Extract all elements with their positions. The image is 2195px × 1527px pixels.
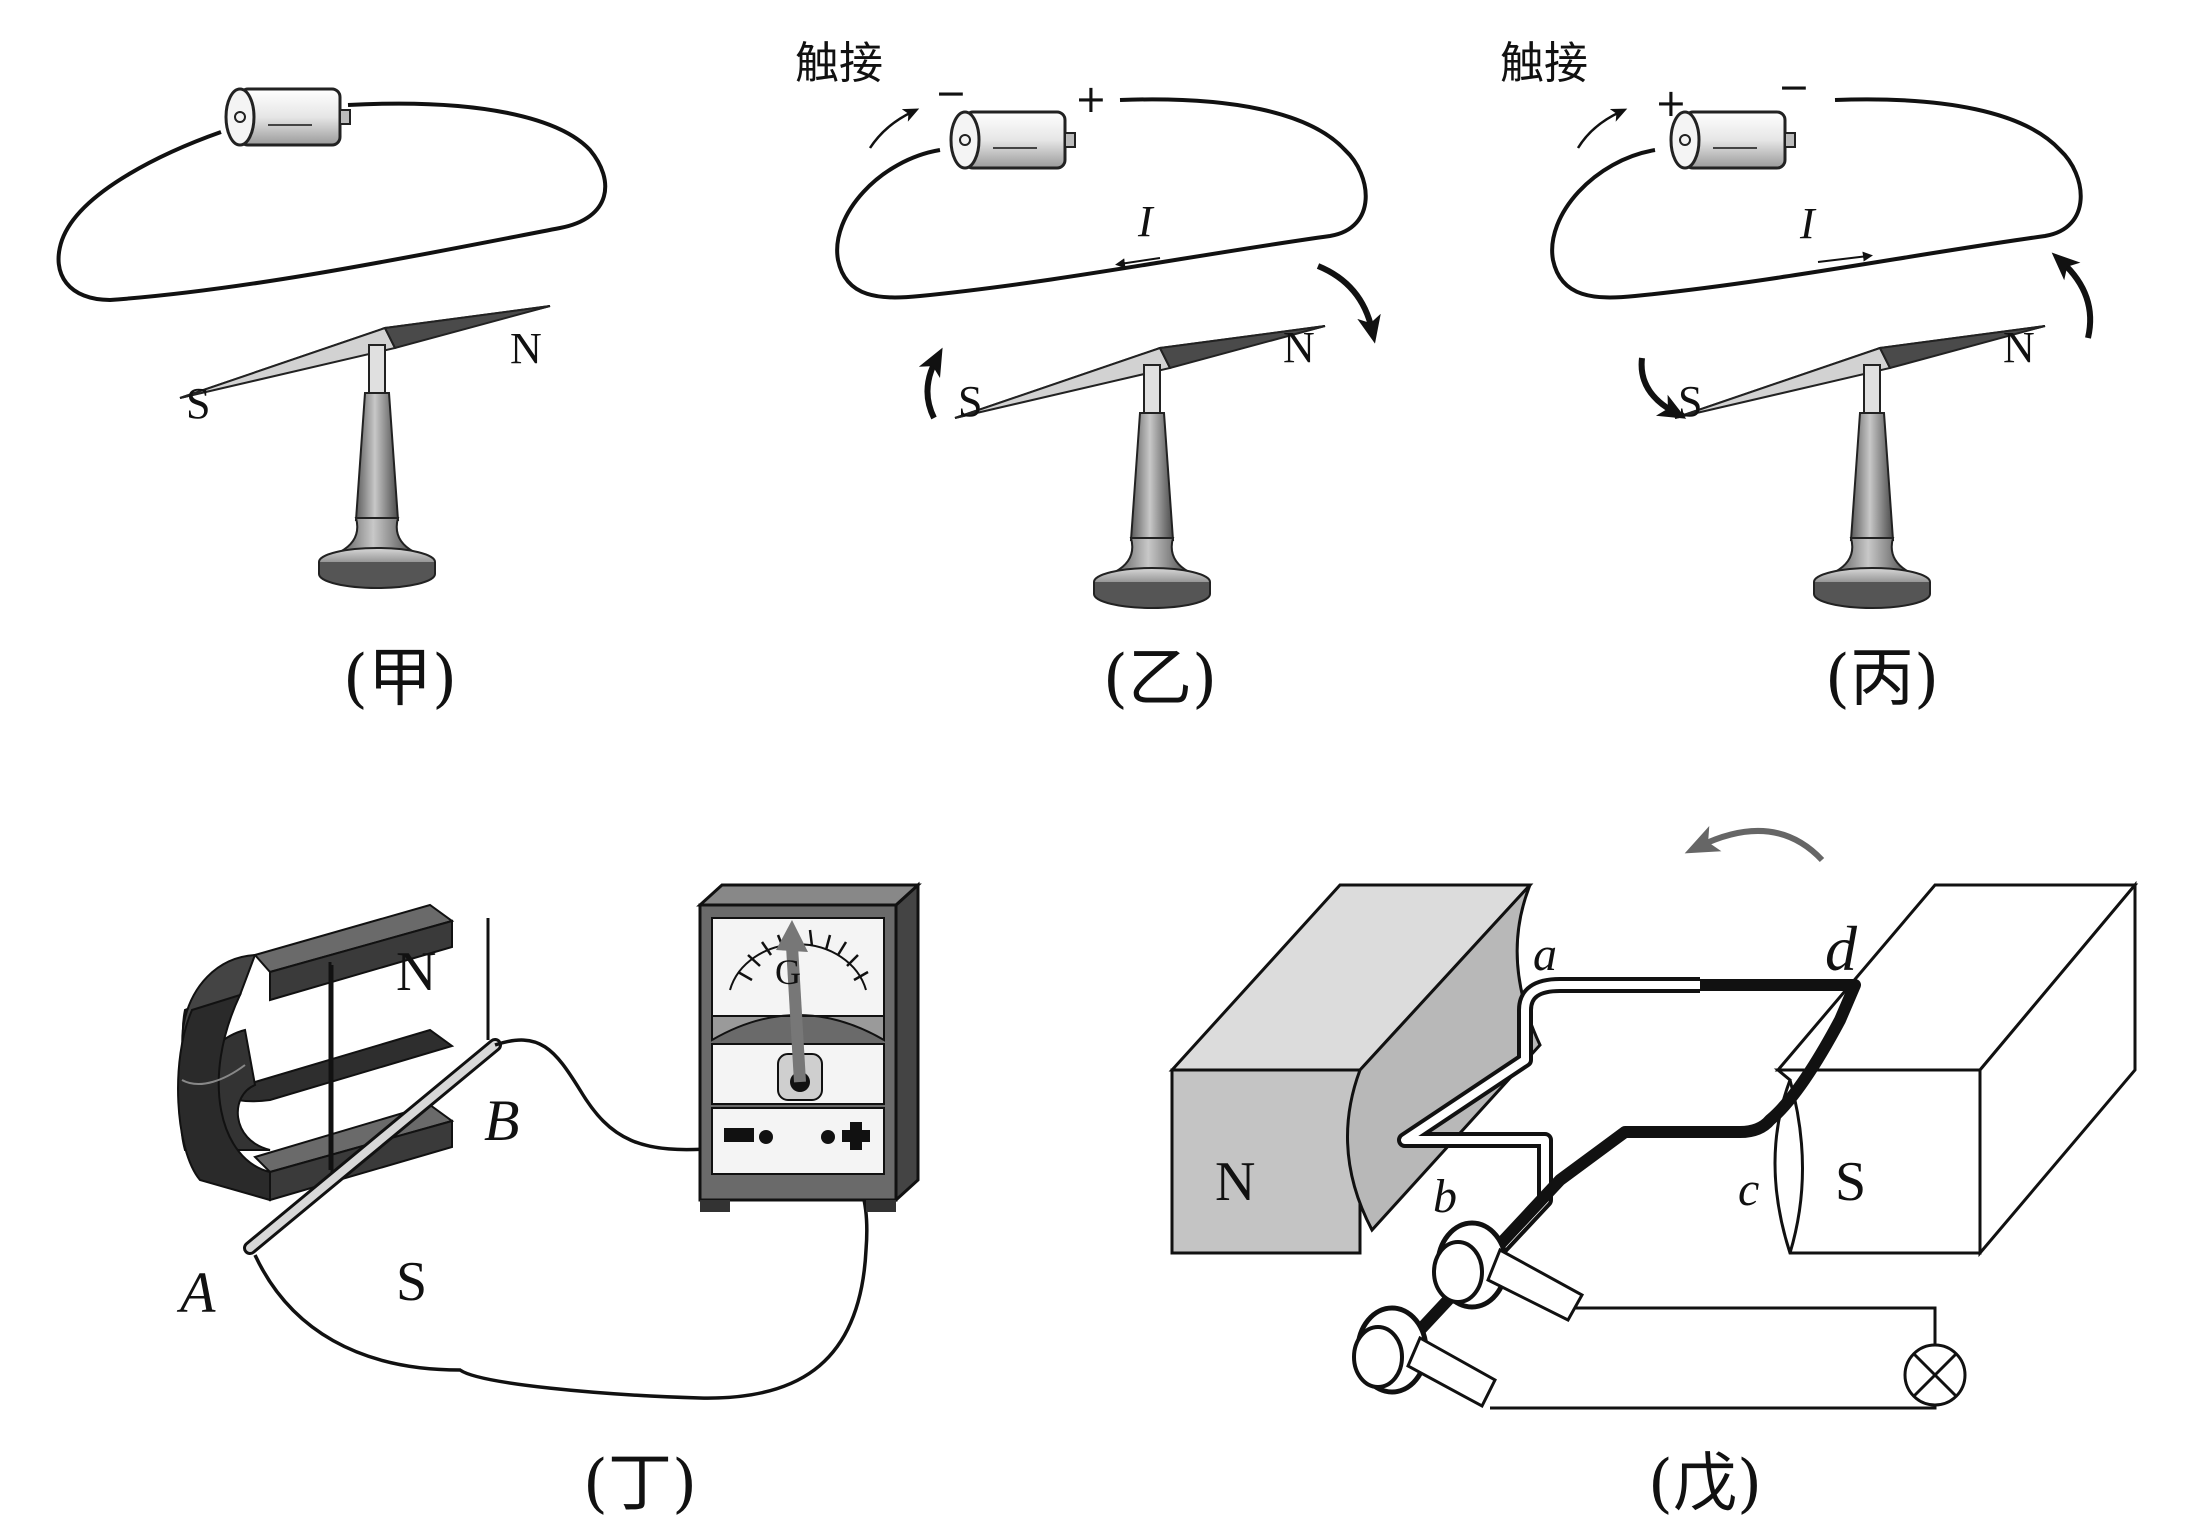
current-arrow bbox=[1817, 251, 1873, 263]
wire-loop bbox=[56, 101, 608, 303]
caption-jia: (甲) bbox=[343, 642, 457, 716]
wire-loop bbox=[1550, 97, 2083, 300]
needle-n-label: N bbox=[1283, 323, 1315, 372]
point-b-label: B bbox=[484, 1088, 519, 1153]
pole-n-label: N bbox=[1215, 1151, 1255, 1213]
panel-jia: N S (甲) bbox=[56, 87, 608, 716]
bulb-icon bbox=[1903, 1343, 1967, 1407]
panel-wu: N S a b c d (戊) bbox=[1168, 826, 2139, 1521]
coil-d-label: d bbox=[1825, 913, 1858, 984]
slip-ring-upper bbox=[1432, 1220, 1585, 1322]
pole-s-label: S bbox=[396, 1251, 427, 1313]
current-label: I bbox=[1137, 197, 1155, 246]
magnet-n bbox=[1168, 883, 1542, 1255]
needle-s-label: S bbox=[186, 379, 210, 428]
compass-needle bbox=[954, 325, 1326, 609]
compass-needle bbox=[1674, 325, 2046, 609]
battery bbox=[224, 87, 352, 147]
compass-needle bbox=[179, 305, 551, 589]
battery bbox=[949, 110, 1077, 170]
touch-label: 触接 bbox=[1500, 38, 1588, 89]
coil-a-label: a bbox=[1533, 928, 1557, 981]
panel-yi: 触接 − + I N S (乙) bbox=[795, 38, 1381, 716]
caption-wu: (戊) bbox=[1648, 1447, 1762, 1521]
coil-c-label: c bbox=[1738, 1163, 1759, 1216]
caption-ding: (丁) bbox=[583, 1447, 697, 1521]
coil-b-label: b bbox=[1433, 1170, 1457, 1223]
battery bbox=[1669, 110, 1797, 170]
wire-a bbox=[253, 1149, 869, 1400]
rotation-arrow bbox=[1684, 826, 1825, 863]
meter-pointer bbox=[786, 945, 806, 1083]
current-label: I bbox=[1799, 199, 1817, 248]
minus-sign: − bbox=[1778, 65, 1810, 109]
coil-black-side bbox=[1415, 979, 1861, 1335]
pole-n-label: N bbox=[396, 941, 436, 1003]
plus-sign: + bbox=[1075, 77, 1107, 121]
panel-bing: 触接 + − I N S (丙) bbox=[1500, 38, 2094, 716]
point-a-label: A bbox=[176, 1260, 216, 1325]
slip-ring-lower bbox=[1352, 1305, 1497, 1409]
touch-arrow bbox=[868, 108, 920, 149]
touch-label: 触接 bbox=[795, 38, 883, 89]
current-arrow bbox=[1115, 257, 1161, 269]
rotation-arrow-s bbox=[1638, 357, 1687, 419]
external-circuit bbox=[1490, 1306, 1937, 1410]
meter-label: G bbox=[775, 952, 801, 992]
needle-n-label: N bbox=[510, 324, 542, 373]
needle-n-label: N bbox=[2003, 323, 2035, 372]
rotation-arrow-n bbox=[2051, 252, 2094, 339]
magnet-s bbox=[1773, 880, 2139, 1258]
wire-b bbox=[494, 1038, 721, 1152]
needle-s-label: S bbox=[958, 377, 982, 426]
caption-yi: (乙) bbox=[1103, 642, 1217, 716]
panel-ding: G N S A B (丁) bbox=[176, 881, 922, 1521]
pole-s-label: S bbox=[1835, 1151, 1866, 1213]
needle-s-label: S bbox=[1678, 377, 1702, 426]
wire-loop bbox=[835, 97, 1368, 300]
touch-arrow bbox=[1576, 108, 1628, 149]
rotation-arrow-n bbox=[1316, 263, 1381, 344]
galvanometer: G bbox=[696, 881, 922, 1212]
rotation-arrow-s bbox=[918, 347, 943, 420]
minus-sign: − bbox=[935, 71, 967, 115]
plus-sign: + bbox=[1655, 81, 1687, 125]
caption-bing: (丙) bbox=[1825, 642, 1939, 716]
